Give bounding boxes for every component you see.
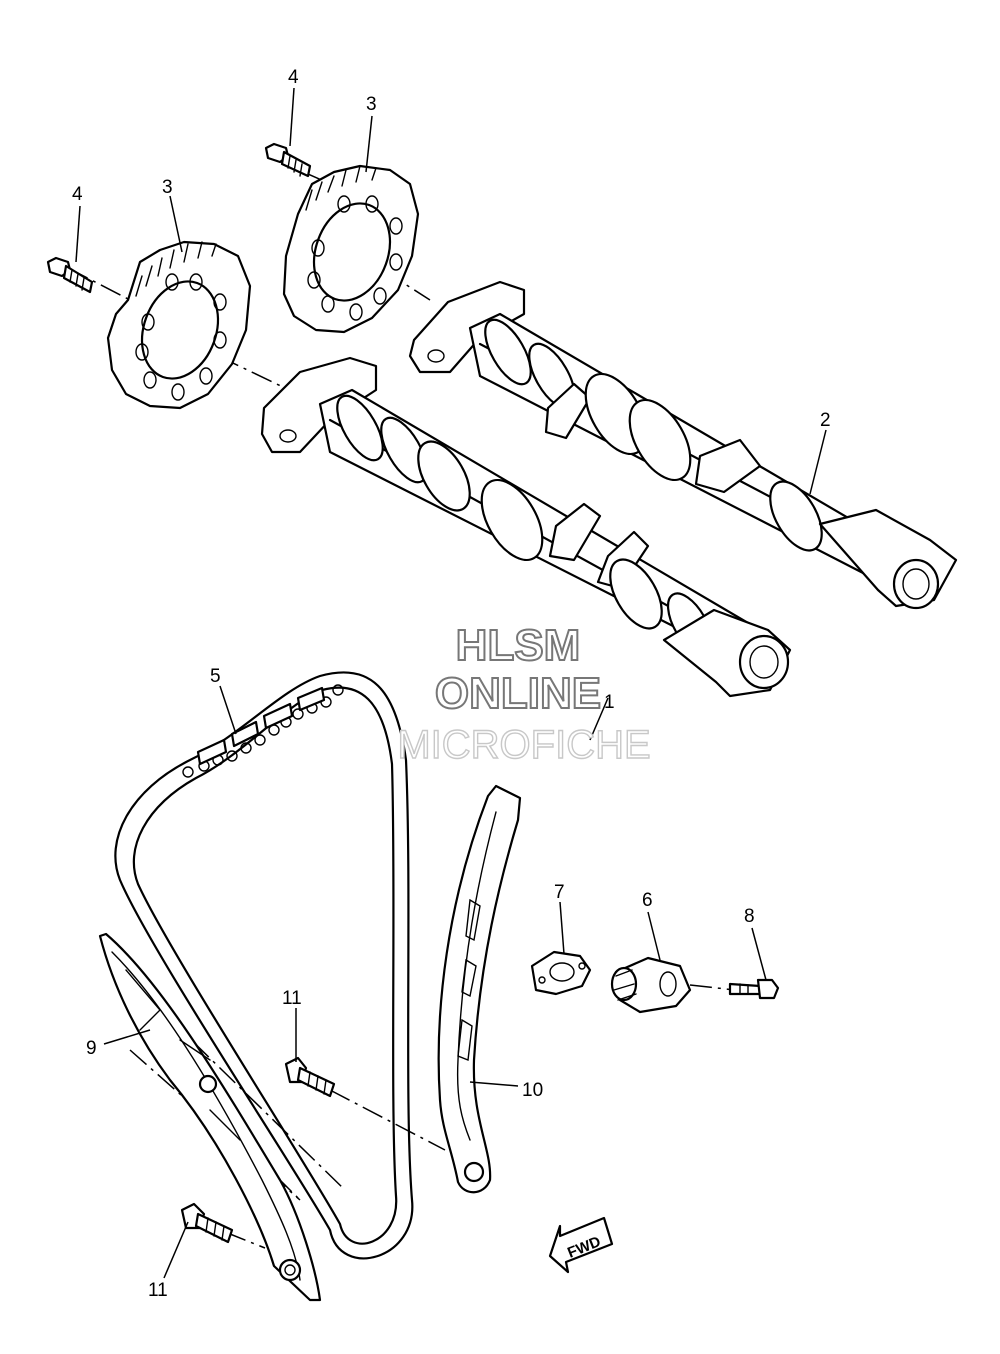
watermark-line-2: ONLINE xyxy=(435,669,601,718)
callout-6: 6 xyxy=(642,890,653,911)
chain-guide-10 xyxy=(437,784,522,1194)
callout-4-left: 4 xyxy=(72,184,83,205)
callout-3-right: 3 xyxy=(366,94,377,115)
sprocket-bolt-right xyxy=(264,142,312,178)
tensioner-gasket xyxy=(530,950,592,996)
timing-chain xyxy=(114,671,414,1260)
cam-sprocket-right xyxy=(282,164,420,334)
callout-11-lower: 11 xyxy=(148,1280,168,1301)
callout-3-left: 3 xyxy=(162,177,173,198)
callout-10: 10 xyxy=(522,1080,543,1101)
callout-1: 1 xyxy=(604,692,615,713)
guide-bolt-lower xyxy=(180,1202,234,1244)
callout-4-right: 4 xyxy=(288,67,299,88)
forward-direction-arrow: FWD xyxy=(548,1216,614,1274)
callout-7: 7 xyxy=(554,882,565,903)
callout-8: 8 xyxy=(744,906,755,927)
guide-bolt-upper xyxy=(284,1056,336,1098)
camshaft-1 xyxy=(260,356,792,698)
watermark-line-3: MICROFICHE xyxy=(397,723,650,767)
callout-2: 2 xyxy=(820,410,831,431)
tensioner-bolt xyxy=(728,978,780,1000)
callout-9: 9 xyxy=(86,1038,97,1059)
chain-tensioner xyxy=(610,956,692,1014)
camshaft-2 xyxy=(408,280,958,610)
watermark-line-1: HLSM xyxy=(456,621,581,670)
watermark: HLSM ONLINE MICROFICHE xyxy=(397,620,652,768)
leader-lines xyxy=(75,87,827,1279)
chain-guide-9 xyxy=(98,932,322,1302)
callout-numbers: 1 2 3 3 4 4 5 6 7 8 9 10 11 11 xyxy=(72,67,831,1301)
callout-11-upper: 11 xyxy=(282,988,302,1009)
cam-sprocket-left xyxy=(106,240,252,410)
callout-5: 5 xyxy=(210,666,221,687)
sprocket-bolt-left xyxy=(46,256,94,294)
